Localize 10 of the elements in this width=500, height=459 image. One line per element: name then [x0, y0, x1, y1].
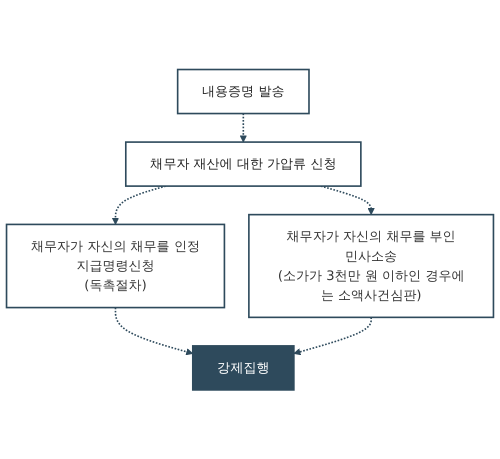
arrow: [114, 307, 194, 356]
node-box: 내용증명 발송: [176, 68, 310, 114]
node-box: 채무자가 자신의 채무를 부인 민사소송 (소가가 3천만 원 이하인 경우에는 소액사건심판): [248, 214, 494, 318]
arrow: [294, 317, 372, 356]
arrow: [112, 185, 166, 225]
arrow: [240, 113, 247, 142]
node-box: 채무자가 자신의 채무를 인정 지급명령신청 (독촉절차): [6, 223, 226, 308]
arrow: [320, 185, 375, 215]
node-box: 채무자 재산에 대한 가압류 신청: [124, 141, 362, 187]
node-box: 강제집행: [192, 344, 295, 390]
